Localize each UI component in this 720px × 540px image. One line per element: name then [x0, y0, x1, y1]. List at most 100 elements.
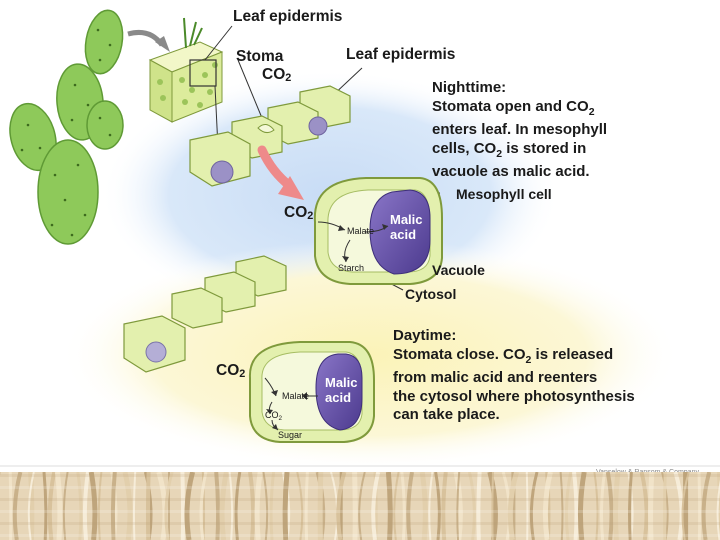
weave-strand — [27, 472, 35, 540]
label-leaf-epidermis-top: Leaf epidermis — [233, 8, 343, 25]
grass-blades — [183, 17, 203, 49]
daytime-description: Daytime: Stomata close. CO2 is released … — [393, 327, 635, 423]
weave-strand — [62, 472, 69, 540]
weave-strand — [605, 472, 614, 540]
weave-strand — [529, 472, 539, 540]
weave-band — [0, 474, 720, 477]
weave-strand — [507, 472, 519, 540]
weave-strand — [577, 472, 587, 540]
weave-strand — [400, 472, 406, 540]
weave-strand — [406, 472, 414, 540]
weave-strand — [564, 472, 573, 540]
weave-strand — [12, 472, 23, 540]
weave-strand — [428, 472, 434, 540]
weave-strand — [716, 479, 720, 540]
weave-strand — [42, 472, 48, 540]
epidermis-nuclei-night — [210, 116, 328, 184]
weave-strand — [184, 472, 196, 540]
weave-band — [0, 498, 720, 501]
weave-strand — [701, 472, 712, 540]
weave-strand — [681, 472, 690, 540]
weave-strand — [47, 472, 57, 540]
weave-strand — [525, 472, 529, 540]
weave-strand — [593, 472, 599, 540]
weave-strand — [269, 472, 276, 540]
weave-strand — [393, 472, 400, 540]
weave-strand — [8, 472, 13, 540]
weave-band — [0, 534, 720, 537]
weave-strand — [673, 472, 684, 540]
weave-strand — [613, 472, 621, 540]
weave-strand — [199, 472, 208, 540]
weave-strand — [628, 472, 633, 540]
zoom-box — [189, 59, 217, 87]
label-leaf-epidermis-right: Leaf epidermis — [346, 46, 456, 63]
weave-strand — [599, 472, 607, 540]
label-co2-stoma: CO2 — [262, 66, 292, 84]
weave-strands — [0, 472, 720, 540]
weave-strand — [82, 472, 90, 540]
weave-strand — [434, 472, 441, 540]
weave-strand — [371, 472, 381, 540]
label-stoma: Stoma — [236, 48, 284, 65]
weave-strand — [358, 472, 366, 540]
weave-strand — [282, 472, 290, 540]
cactus-icon — [9, 9, 124, 245]
weave-strand — [467, 472, 476, 540]
weave-strand — [76, 472, 83, 540]
mesophyll-cell-night — [313, 177, 443, 285]
weave-strand — [352, 472, 358, 540]
weave-strand — [110, 472, 117, 540]
weave-band — [0, 510, 720, 513]
weave-strand — [648, 472, 655, 540]
weave-strand — [385, 472, 393, 540]
woven-texture-footer — [0, 472, 720, 540]
label-vacuole: Vacuole — [432, 262, 485, 278]
epidermis-cells-night — [189, 85, 351, 187]
label-malate-day: Malate — [282, 391, 310, 401]
weave-strand — [180, 472, 186, 540]
label-co2-inner-day: CO2 — [265, 410, 283, 422]
weave-strand — [228, 472, 234, 540]
nighttime-description: Nighttime: Stomata open and CO2 enters l… — [432, 79, 608, 180]
weave-strand — [145, 472, 151, 540]
weave-strand — [97, 472, 103, 540]
weave-band — [0, 486, 720, 489]
mesophyll-cell-day — [248, 341, 375, 443]
weave-strand — [214, 472, 221, 540]
weave-strand — [132, 472, 137, 540]
weave-strand — [219, 472, 229, 540]
weave-strand — [661, 472, 669, 540]
label-co2-day: CO2 — [216, 362, 246, 380]
weave-strand — [572, 472, 579, 540]
weave-strand — [248, 472, 256, 540]
weave-strand — [304, 472, 309, 540]
cactus-spines — [20, 28, 112, 237]
weave-strand — [487, 472, 498, 540]
weave-strand — [234, 472, 242, 540]
weave-strand — [456, 472, 461, 540]
epidermis-nucleus-day — [145, 341, 167, 363]
label-cytosol: Cytosol — [405, 286, 457, 302]
weave-strand — [122, 472, 133, 540]
stoma-icon — [257, 124, 275, 134]
weave-strand — [697, 472, 702, 540]
label-starch: Starch — [338, 263, 365, 273]
weave-strand — [317, 472, 324, 540]
weave-strand — [28, 472, 35, 540]
weave-strand — [419, 472, 428, 540]
weave-strand — [54, 472, 63, 540]
weave-band — [0, 522, 720, 525]
weave-strand — [491, 472, 494, 540]
weave-strand — [262, 472, 269, 540]
weave-strand — [336, 472, 347, 540]
label-malate-night: Malate — [347, 226, 375, 236]
weave-strand — [639, 472, 649, 540]
weave-strand — [453, 472, 463, 540]
weave-strand — [164, 472, 174, 540]
weave-strand — [559, 472, 564, 540]
weave-strand — [441, 472, 448, 540]
